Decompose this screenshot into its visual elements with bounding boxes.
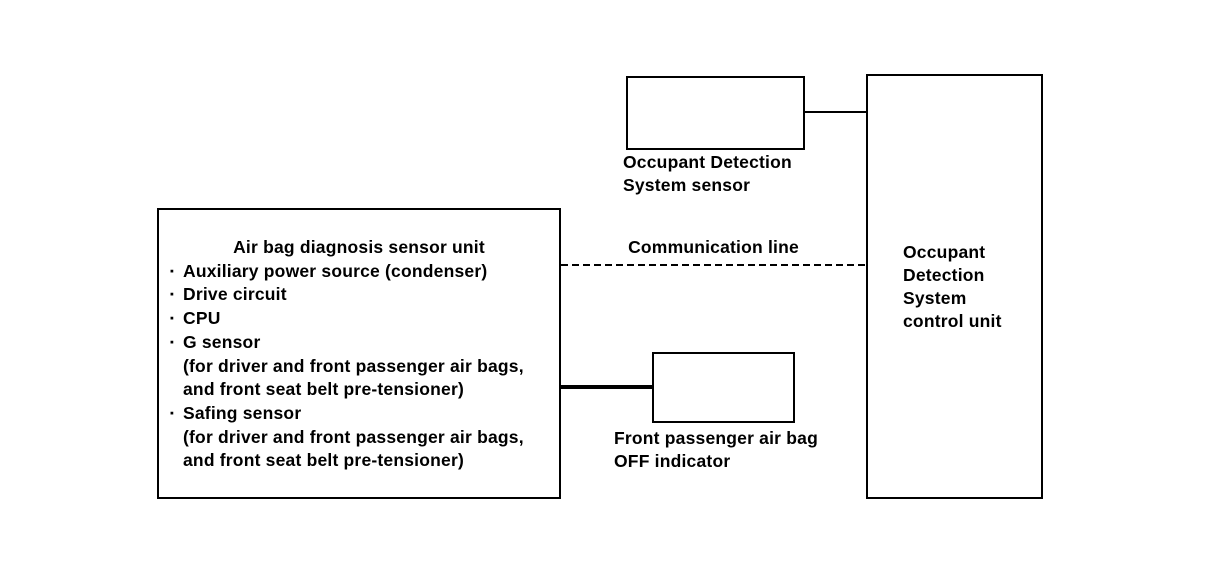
bullet-icon: ▪ <box>170 265 175 278</box>
label-line: Front passenger air bag <box>614 428 818 448</box>
list-item-label: Drive circuit <box>183 284 287 305</box>
label-line: Detection <box>903 264 985 285</box>
list-item: ▪ Safing sensor <box>159 402 559 426</box>
diagnosis-unit-to-indicator-connector <box>561 385 652 389</box>
front-passenger-airbag-off-indicator-box <box>652 352 795 423</box>
list-item-continuation: and front seat belt pre-tensioner) <box>159 378 559 402</box>
list-item-label: and front seat belt pre-tensioner) <box>183 379 464 400</box>
list-item-label: (for driver and front passenger air bags… <box>183 355 524 376</box>
list-item-label: and front seat belt pre-tensioner) <box>183 450 464 471</box>
list-item-label: (for driver and front passenger air bags… <box>183 426 524 447</box>
label-line: Occupant Detection <box>623 152 792 172</box>
list-item-continuation: (for driver and front passenger air bags… <box>159 355 559 379</box>
communication-line-label: Communication line <box>628 237 799 257</box>
list-item: ▪ Drive circuit <box>159 283 559 307</box>
occupant-detection-system-sensor-label: Occupant Detection System sensor <box>623 151 792 197</box>
list-item: ▪ Auxiliary power source (condenser) <box>159 260 559 284</box>
list-item-label: Auxiliary power source (condenser) <box>183 260 488 281</box>
label-line: Occupant <box>903 241 986 262</box>
list-item-continuation: (for driver and front passenger air bags… <box>159 426 559 450</box>
label-line: System <box>903 287 967 308</box>
airbag-diagnosis-sensor-unit-title: Air bag diagnosis sensor unit <box>233 237 485 257</box>
bullet-icon: ▪ <box>170 312 175 325</box>
list-item-label: Safing sensor <box>183 402 302 423</box>
bullet-icon: ▪ <box>170 336 175 349</box>
list-item: ▪ CPU <box>159 307 559 331</box>
bullet-icon: ▪ <box>170 288 175 301</box>
label-line: OFF indicator <box>614 451 731 471</box>
list-item-label: CPU <box>183 308 221 329</box>
label-line: control unit <box>903 310 1002 331</box>
list-item-continuation: and front seat belt pre-tensioner) <box>159 449 559 473</box>
occupant-detection-system-sensor-box <box>626 76 805 150</box>
front-passenger-airbag-off-indicator-label: Front passenger air bag OFF indicator <box>614 427 818 473</box>
occupant-detection-system-control-unit-box: Occupant Detection System control unit <box>866 74 1043 499</box>
airbag-diagnosis-sensor-unit-box: Air bag diagnosis sensor unit ▪ Auxiliar… <box>157 208 561 499</box>
bullet-icon: ▪ <box>170 407 175 420</box>
communication-line-dashed-connector <box>561 264 866 266</box>
list-item: ▪ G sensor <box>159 331 559 355</box>
label-line: System sensor <box>623 175 751 195</box>
sensor-to-control-unit-connector <box>805 111 866 113</box>
list-item-label: G sensor <box>183 331 261 352</box>
